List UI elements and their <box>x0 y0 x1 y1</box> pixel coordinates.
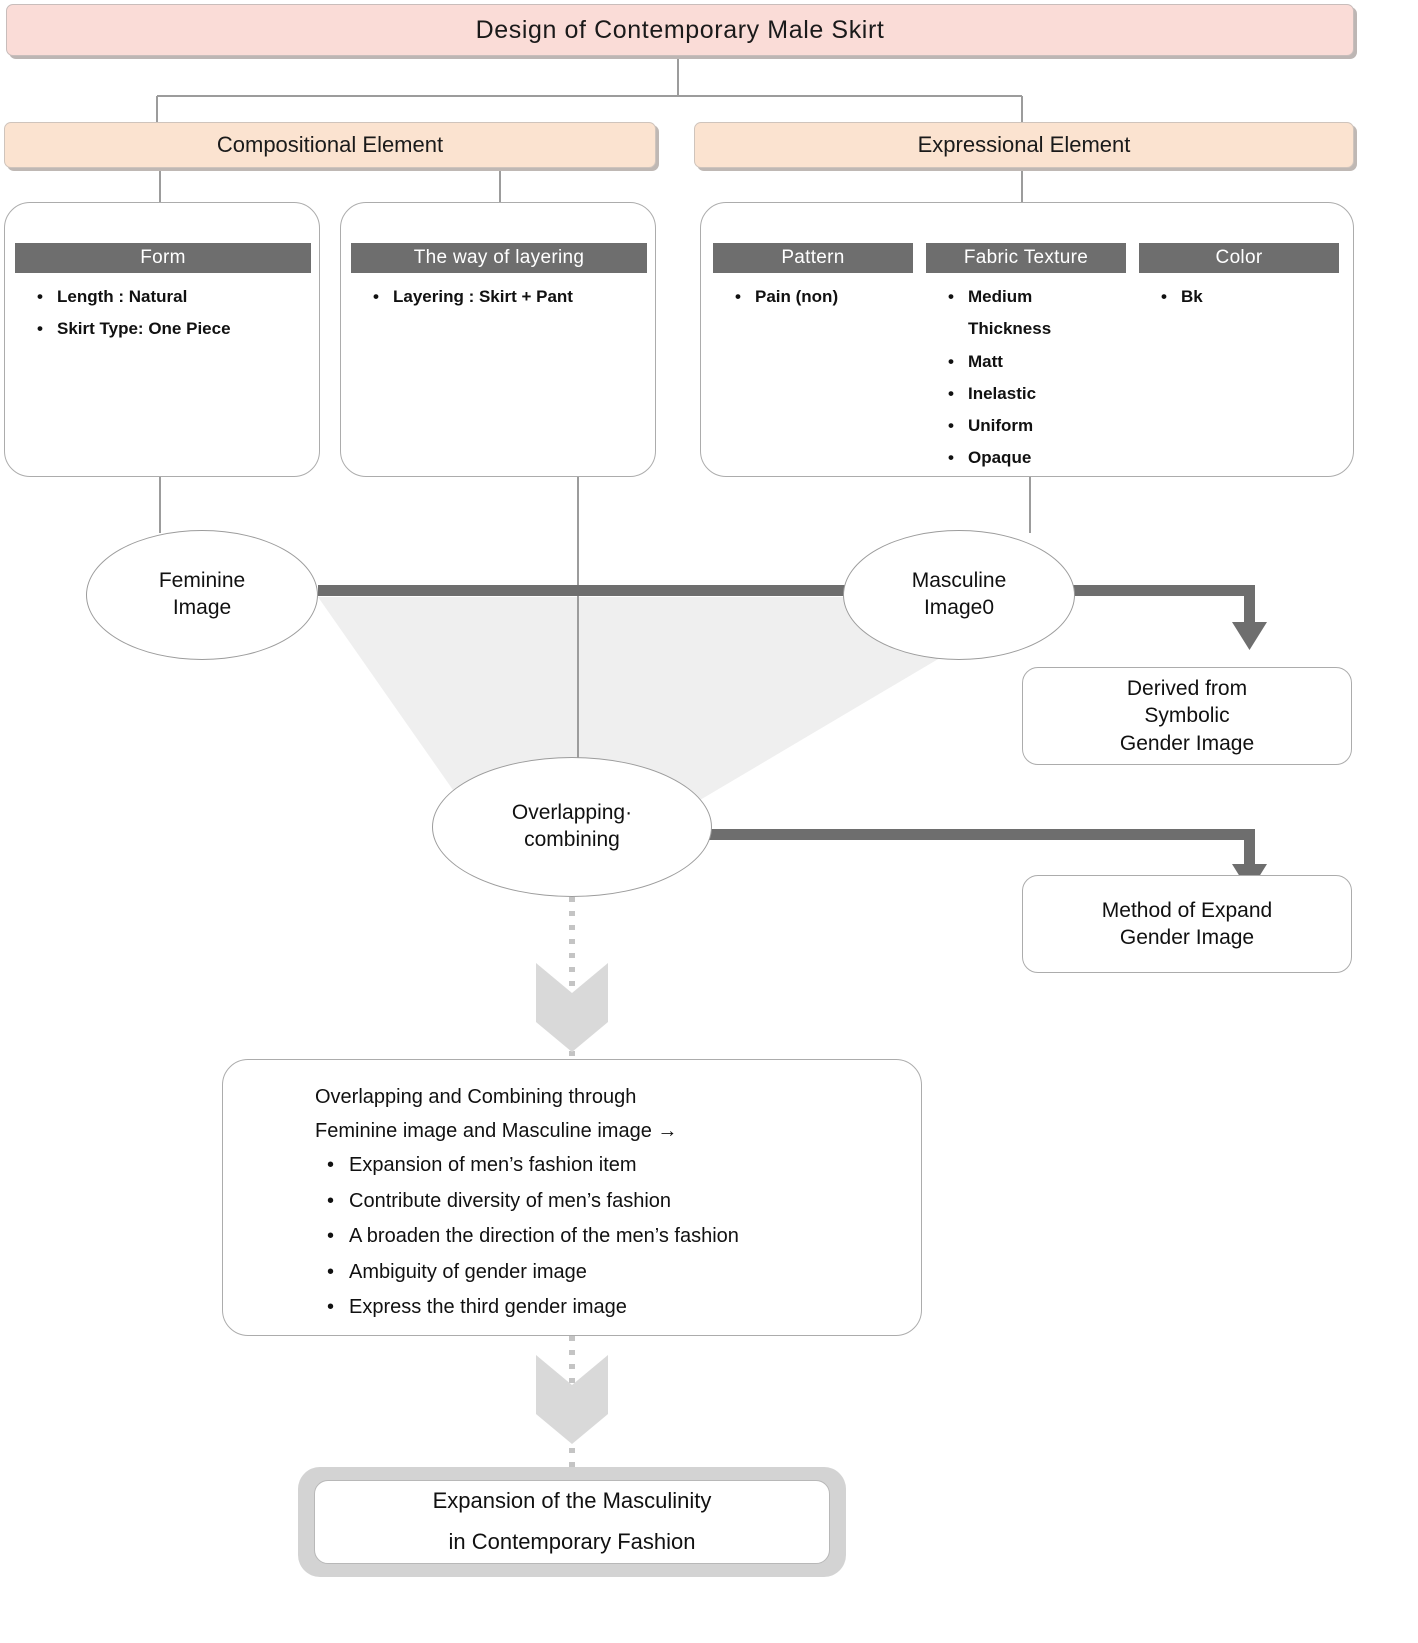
panel-pattern-header-label: Pattern <box>781 247 845 268</box>
list-item: Contribute diversity of men’s fashion <box>323 1184 903 1220</box>
ellipse-feminine-line1: Feminine <box>158 569 246 593</box>
list-item: Skirt Type: One Piece <box>33 313 313 346</box>
list-item: Layering : Skirt + Pant <box>369 281 649 314</box>
panel-fabric-texture-header: Fabric Texture <box>926 243 1126 273</box>
panel-layering: The way of layering Layering : Skirt + P… <box>340 202 656 477</box>
panel-fabric-texture-header-label: Fabric Texture <box>963 247 1089 268</box>
ellipse-masculine-line2: Image0 <box>923 596 995 619</box>
box-derived-from-symbolic-gender-image: Derived from Symbolic Gender Image <box>1022 667 1352 765</box>
summary-list: Expansion of men’s fashion item Contribu… <box>323 1148 903 1326</box>
diagram-title: Design of Contemporary Male Skirt <box>6 4 1354 56</box>
list-item: Ambiguity of gender image <box>323 1255 903 1291</box>
chevron-arrow-1 <box>536 963 608 1052</box>
panel-expressional-detail: Pattern Pain (non) Fabric Texture Medium… <box>700 202 1354 477</box>
panel-form-header: Form <box>15 243 311 273</box>
expressional-element-box: Expressional Element <box>694 122 1354 168</box>
box-method-of-expand-gender-image: Method of Expand Gender Image <box>1022 875 1352 973</box>
panel-pattern-header: Pattern <box>713 243 913 273</box>
chevron-arrow-2 <box>536 1355 608 1444</box>
expressional-element-label: Expressional Element <box>917 132 1131 157</box>
panel-form-header-label: Form <box>140 247 186 268</box>
list-item: Inelastic <box>944 378 1094 411</box>
compositional-element-box: Compositional Element <box>4 122 656 168</box>
list-item: Uniform <box>944 410 1094 443</box>
derived-line1: Derived from <box>1126 677 1248 701</box>
box-summary: Overlapping and Combining through Femini… <box>222 1059 922 1336</box>
ellipse-overlapping-combining: Overlapping· combining <box>432 757 712 897</box>
ellipse-feminine-line2: Image <box>172 596 232 619</box>
diagram-title-label: Design of Contemporary Male Skirt <box>475 15 885 44</box>
panel-layering-list: Layering : Skirt + Pant <box>369 281 649 314</box>
list-item: Length : Natural <box>33 281 313 314</box>
list-item: Matt <box>944 346 1094 379</box>
summary-lead: Overlapping and Combining through Femini… <box>315 1080 895 1149</box>
list-item: Medium Thickness <box>944 281 1094 346</box>
ellipse-overlapping-line2: combining <box>524 828 620 851</box>
ellipse-masculine-line1: Masculine <box>911 569 1007 593</box>
derived-line3: Gender Image <box>1119 731 1255 755</box>
ellipse-overlapping-line1: Overlapping· <box>511 801 633 825</box>
summary-lead-line2: Feminine image and Masculine image → <box>315 1120 678 1143</box>
derived-line2: Symbolic <box>1144 704 1230 728</box>
list-item: Bk <box>1157 281 1337 314</box>
panel-color-header-label: Color <box>1215 247 1263 268</box>
panel-form: Form Length : Natural Skirt Type: One Pi… <box>4 202 320 477</box>
panel-color-list: Bk <box>1157 281 1337 314</box>
summary-lead-line1: Overlapping and Combining through <box>315 1086 637 1108</box>
panel-layering-header-label: The way of layering <box>413 247 585 268</box>
conclusion-line1: Expansion of the Masculinity <box>432 1488 712 1514</box>
panel-fabric-texture-list: Medium Thickness Matt Inelastic Uniform … <box>944 281 1094 475</box>
conclusion-line2: in Contemporary Fashion <box>448 1529 696 1554</box>
list-item: Pain (non) <box>731 281 926 314</box>
arrow-masculine-to-derived <box>1070 585 1267 650</box>
panel-pattern-list: Pain (non) <box>731 281 926 314</box>
list-item: A broaden the direction of the men’s fas… <box>323 1219 903 1255</box>
list-item: Express the third gender image <box>323 1290 903 1326</box>
box-conclusion-frame: Expansion of the Masculinity in Contempo… <box>298 1467 846 1577</box>
panel-layering-header: The way of layering <box>351 243 647 273</box>
compositional-element-label: Compositional Element <box>216 132 444 157</box>
list-item: Expansion of men’s fashion item <box>323 1148 903 1184</box>
ellipse-feminine-image: Feminine Image <box>86 530 318 660</box>
method-line1: Method of Expand <box>1101 898 1273 922</box>
list-item: Opaque <box>944 442 1094 475</box>
panel-form-list: Length : Natural Skirt Type: One Piece <box>33 281 313 346</box>
panel-color-header: Color <box>1139 243 1339 273</box>
ellipse-masculine-image: Masculine Image0 <box>843 530 1075 660</box>
box-conclusion: Expansion of the Masculinity in Contempo… <box>314 1480 830 1564</box>
method-line2: Gender Image <box>1119 926 1255 949</box>
